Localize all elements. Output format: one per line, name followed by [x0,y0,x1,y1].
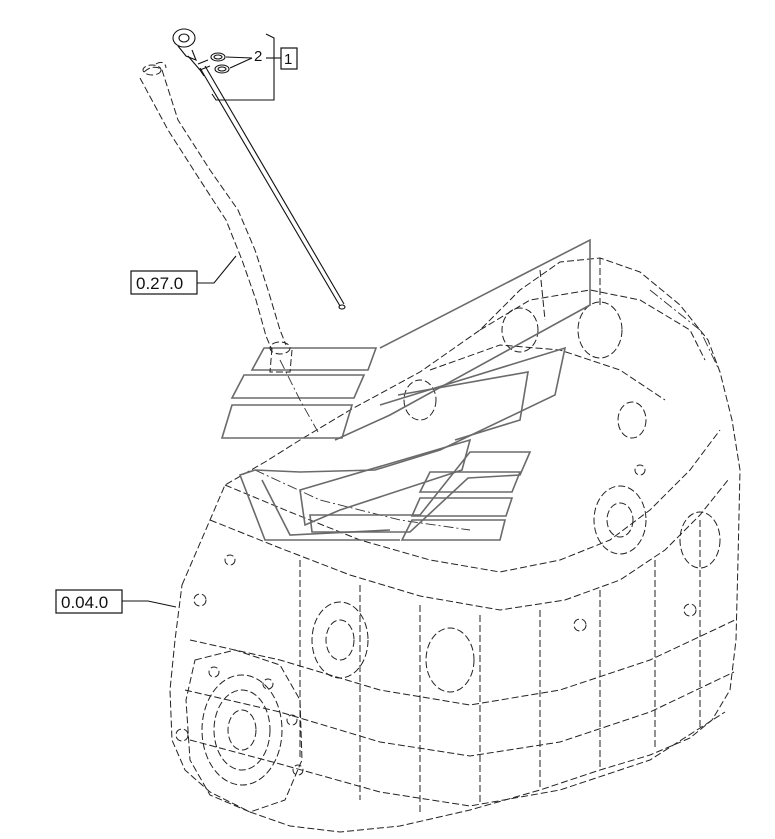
watermark-logo [220,238,591,541]
o-ring-lower [214,64,230,74]
reference-tube-label: 0.27.0 [136,274,183,293]
callout-1-label: 1 [284,51,292,68]
reference-block-label: 0.04.0 [61,593,108,612]
o-ring-upper [210,52,226,62]
engine-block [169,257,741,833]
reference-block: 0.04.0 [55,589,177,614]
reference-tube: 0.27.0 [130,255,237,295]
o-rings [210,52,230,74]
callout-2-label: 2 [254,48,262,65]
dipstick-tube [139,61,319,433]
callout-group-2: 2 [225,48,274,69]
callout-group-1: 1 [211,33,298,101]
callout-1-box [280,47,298,70]
dipstick-rod [199,67,341,307]
dipstick-handle [172,28,196,48]
dipstick [172,28,346,310]
